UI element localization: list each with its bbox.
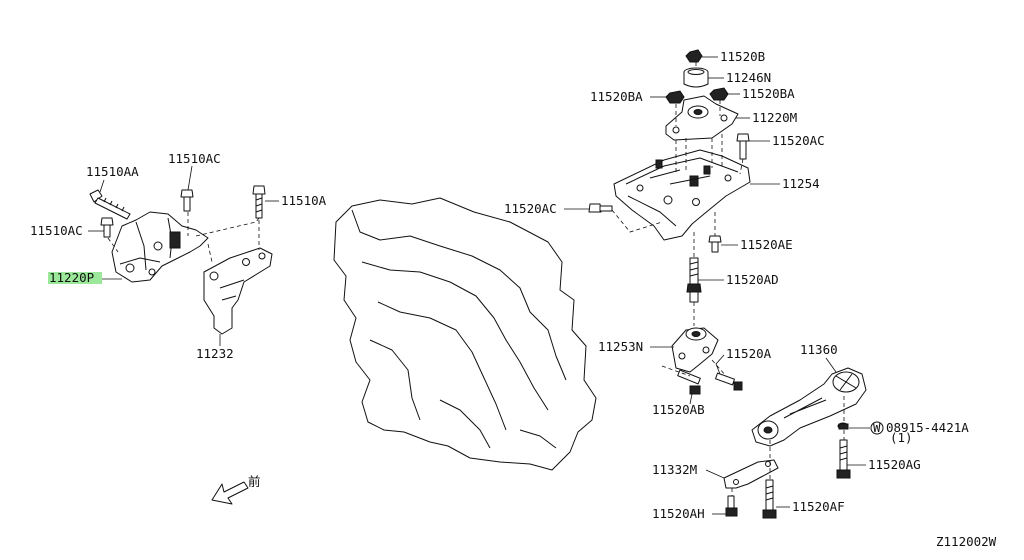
label-11510A[interactable]: 11510A [281,193,327,208]
label-11520AF[interactable]: 11520AF [792,499,845,514]
label-11520AE[interactable]: 11520AE [740,237,793,252]
nut-11520BA-left[interactable] [665,90,685,104]
label-11220P-highlight [48,272,102,284]
label-11220M[interactable]: 11220M [752,110,797,125]
label-11520AD[interactable]: 11520AD [726,272,779,287]
label-08915-marker: W [873,420,881,435]
label-11520BA-right[interactable]: 11520BA [742,86,795,101]
label-11510AC-left[interactable]: 11510AC [30,223,83,238]
bolt-11510A[interactable] [252,185,266,219]
label-11520BA-left[interactable]: 11520BA [590,89,643,104]
bolt-11510AC-left[interactable] [100,217,114,238]
label-08915-qty: (1) [890,430,913,445]
label-11254[interactable]: 11254 [782,176,820,191]
cap-11246N[interactable] [683,67,709,88]
stud-11520AD[interactable] [686,257,702,303]
bolt-11520AC-left[interactable] [588,203,613,213]
label-11253N[interactable]: 11253N [598,339,643,354]
label-11246N[interactable]: 11246N [726,70,771,85]
bracket-11332M[interactable] [723,459,779,489]
label-11360[interactable]: 11360 [800,342,838,357]
torque-rod-11360[interactable] [751,367,867,447]
bracket-11232[interactable] [203,247,273,335]
bolt-11520AE[interactable] [708,235,722,253]
label-11332M[interactable]: 11332M [652,462,697,477]
label-11232[interactable]: 11232 [196,346,234,361]
left-assembly-lines [107,212,260,263]
label-11510AC-top[interactable]: 11510AC [168,151,221,166]
nut-11520B[interactable] [685,49,703,63]
front-arrow: 前 [211,474,261,505]
washer-08915-4421A[interactable] [837,422,849,430]
label-11520B[interactable]: 11520B [720,49,765,64]
label-11520AH[interactable]: 11520AH [652,506,705,521]
front-marker-text: 前 [248,474,261,489]
right-top-assembly-lines [611,62,744,258]
bolt-11520AB[interactable] [677,369,701,395]
mid-assembly-lines [661,302,727,377]
bolt-11520AG[interactable] [836,439,851,479]
label-11520A[interactable]: 11520A [726,346,772,361]
lower-right-assembly-lines [731,396,845,496]
bolt-11520AF[interactable] [762,479,777,519]
bolt-11520AC-right[interactable] [736,133,750,160]
label-11520AC-right[interactable]: 11520AC [772,133,825,148]
label-11520AG[interactable]: 11520AG [868,457,921,472]
bolt-11510AA[interactable] [89,189,131,220]
bolt-11510AC-top[interactable] [180,189,194,212]
engine-outline [333,197,597,471]
mount-11253N[interactable] [671,327,719,373]
nut-11520BA-right[interactable] [709,87,729,101]
label-11510AA[interactable]: 11510AA [86,164,139,179]
label-08915-4421A[interactable]: 08915-4421A [886,420,969,435]
mount-11220P[interactable] [111,211,209,283]
label-08915-marker-circle [870,421,884,435]
label-11520AB[interactable]: 11520AB [652,402,705,417]
label-11520AC-left[interactable]: 11520AC [504,201,557,216]
diagram-code: Z112002W [936,534,997,549]
part-labels: 11510AA 11510AC 11510A 11510AC 11220P 11… [30,49,997,549]
bracket-11254[interactable] [613,149,751,241]
bolt-11520A[interactable] [715,372,743,391]
label-11220P[interactable]: 11220P [49,270,94,285]
leader-lines [88,56,870,515]
bolt-11520AH[interactable] [725,495,738,517]
